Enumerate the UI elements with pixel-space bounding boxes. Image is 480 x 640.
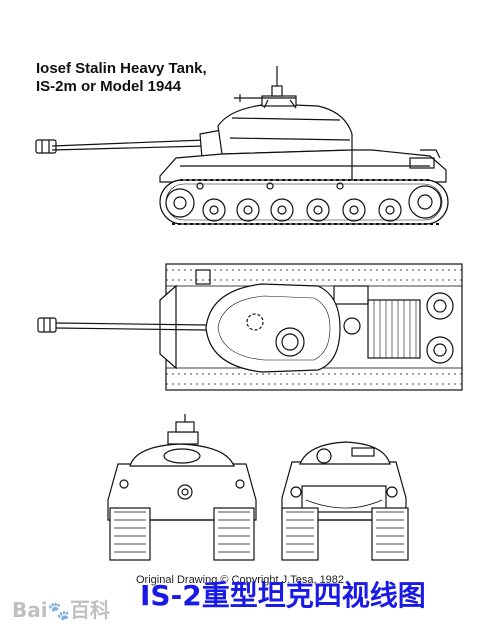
watermark-suffix: 百科 (70, 598, 111, 622)
rear-view (281, 441, 409, 561)
paw-icon: 🐾 (47, 601, 71, 622)
muzzle-brake-side (35, 139, 57, 154)
muzzle-brake-top (37, 317, 57, 333)
chinese-caption: IS-2重型坦克四视线图 (140, 579, 426, 612)
front-view (107, 414, 257, 561)
top-view (37, 263, 463, 391)
baidu-watermark: Bai🐾百科 (12, 594, 110, 623)
watermark-brand: Bai (12, 598, 48, 622)
title-line-2: IS-2m or Model 1944 (36, 78, 182, 95)
copyright-notice: Original Drawing © Copyright J.Tesa, 198… (136, 574, 345, 586)
side-view (35, 66, 449, 225)
drawing-title: Iosef Stalin Heavy Tank, IS-2m or Model … (36, 60, 207, 96)
road-wheels-side (202, 198, 402, 222)
title-line-1: Iosef Stalin Heavy Tank, (36, 60, 207, 77)
engine-grille (373, 300, 417, 358)
